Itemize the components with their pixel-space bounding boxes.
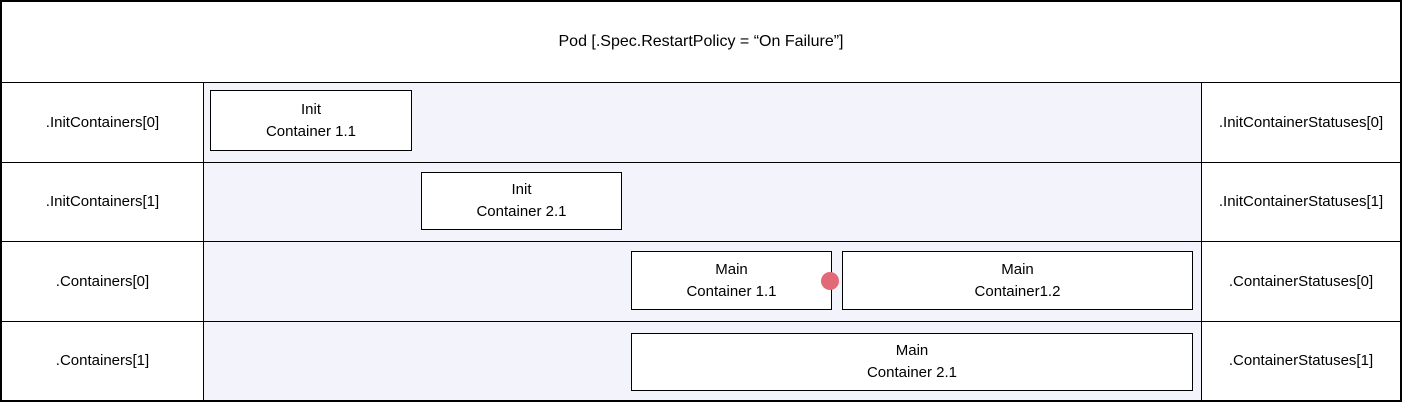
left-label-cell: .Containers[1] (2, 321, 204, 400)
row-right-label: .ContainerStatuses[0] (1228, 272, 1374, 290)
diagram-title: Pod [.Spec.RestartPolicy = “On Failure”] (558, 33, 844, 50)
row-init-containers-1: .InitContainers[1] Init Container 2.1 .I… (2, 161, 1400, 241)
timeline-lane: Main Container 2.1 (204, 321, 1202, 400)
row-left-label: .InitContainers[0] (45, 113, 160, 131)
right-label-cell: .InitContainerStatuses[1] (1202, 162, 1400, 241)
timeline-lane: Init Container 1.1 (204, 83, 1202, 162)
row-right-label: .ContainerStatuses[1] (1228, 352, 1374, 370)
row-left-label: .InitContainers[1] (45, 193, 160, 211)
left-label-cell: .Containers[0] (2, 242, 204, 321)
left-label-cell: .InitContainers[0] (2, 83, 204, 162)
container-box-main-1-2: Main Container1.2 (842, 251, 1193, 310)
container-box-init-2-1: Init Container 2.1 (421, 171, 622, 230)
container-box-label: Main Container1.2 (974, 260, 1061, 300)
row-containers-0: .Containers[0] Main Container 1.1 Main C… (2, 241, 1400, 321)
row-left-label: .Containers[0] (55, 272, 150, 290)
container-box-label: Init Container 2.1 (476, 180, 567, 220)
left-label-cell: .InitContainers[1] (2, 162, 204, 241)
right-label-cell: .InitContainerStatuses[0] (1202, 83, 1400, 162)
container-box-init-1-1: Init Container 1.1 (210, 90, 412, 151)
diagram-header: Pod [.Spec.RestartPolicy = “On Failure”] (2, 2, 1400, 82)
container-box-main-1-1: Main Container 1.1 (631, 251, 832, 310)
row-init-containers-0: .InitContainers[0] Init Container 1.1 .I… (2, 82, 1400, 162)
row-left-label: .Containers[1] (55, 352, 150, 370)
row-containers-1: .Containers[1] Main Container 2.1 .Conta… (2, 320, 1400, 400)
right-label-cell: .ContainerStatuses[1] (1202, 321, 1400, 400)
timeline-lane: Init Container 2.1 (204, 162, 1202, 241)
timeline-lane: Main Container 1.1 Main Container1.2 (204, 242, 1202, 321)
container-box-label: Init Container 1.1 (265, 100, 357, 140)
restart-dot (821, 272, 839, 290)
container-box-label: Main Container 1.1 (686, 260, 777, 300)
row-right-label: .InitContainerStatuses[0] (1218, 113, 1384, 131)
container-box-label: Main Container 2.1 (866, 341, 958, 381)
row-right-label: .InitContainerStatuses[1] (1218, 193, 1384, 211)
container-box-main-2-1: Main Container 2.1 (631, 332, 1193, 391)
right-label-cell: .ContainerStatuses[0] (1202, 242, 1400, 321)
